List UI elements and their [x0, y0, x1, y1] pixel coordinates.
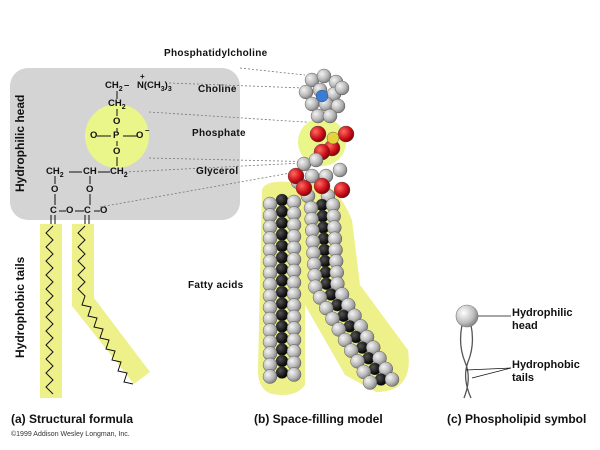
hydrogen-atom: [384, 372, 400, 387]
caption-structural-formula: (a) Structural formula: [11, 412, 134, 426]
caption-space-filling-model: (b) Space-filling model: [254, 412, 383, 426]
hydrogen-atom: [316, 68, 332, 84]
formula-choline-n: N(CH3)3: [137, 80, 172, 93]
phospholipid-symbol: [459, 324, 474, 399]
formula-ester-o3: O: [100, 205, 108, 216]
label-hydrophobic-tails-vertical: Hydrophobic tails: [13, 256, 27, 358]
oxygen-atom: [333, 181, 351, 199]
carbon-atom: [275, 331, 289, 345]
carbon-atom: [275, 239, 289, 253]
hydrophilic-head-sphere: [455, 304, 479, 328]
leader-lines: [99, 67, 323, 208]
hydrogen-atom: [298, 84, 314, 100]
label-phosphate: Phosphate: [192, 128, 246, 139]
formula-p: P: [113, 130, 120, 141]
carbon-atom: [275, 320, 289, 333]
copyright-notice: ©1999 Addison Wesley Longman, Inc.: [11, 431, 130, 438]
hydrogen-atom: [350, 354, 365, 369]
formula-choline-ch2: CH2: [105, 80, 123, 93]
label-hydrophilic-head-symbol: Hydrophilic head: [512, 307, 573, 332]
caption-phospholipid-symbol: (c) Phospholipid symbol: [447, 412, 587, 426]
carbon-atom: [275, 205, 289, 218]
formula-o-top: O: [113, 116, 121, 127]
oxygen-atom: [313, 177, 331, 195]
carbon-atom: [275, 285, 289, 299]
oxygen-atom: [337, 125, 355, 143]
carbon-atom: [275, 216, 289, 230]
space-filling-atoms: [262, 68, 400, 390]
formula-plus-charge: +: [140, 72, 145, 81]
formula-ester-o1: O: [66, 205, 74, 216]
formula-minus-charge: –: [145, 126, 150, 135]
carbon-atom: [275, 297, 289, 310]
hydrogen-atom: [330, 98, 346, 114]
formula-glycerol-o1: O: [51, 184, 59, 195]
formula-o-right: O: [136, 130, 144, 141]
label-hydrophilic-head-vertical: Hydrophilic head: [13, 94, 27, 192]
oxygen-atom: [309, 125, 327, 143]
label-glycerol: Glycerol: [196, 166, 239, 177]
phosphorus-atom: [326, 131, 340, 145]
title-phosphatidylcholine: Phosphatidylcholine: [164, 48, 268, 59]
carbon-atom: [275, 193, 289, 207]
formula-o-left: O: [90, 130, 98, 141]
structural-bonds: [50, 91, 137, 224]
hydrogen-atom: [362, 375, 378, 390]
carbon-atom: [275, 308, 289, 322]
carbon-atom: [275, 228, 289, 241]
hydrogen-atom: [332, 162, 348, 178]
hydrogen-atom: [319, 300, 334, 316]
hydrogen-atom: [337, 332, 353, 348]
hydrogen-atom: [308, 152, 324, 168]
phosphate-highlight-circle: [85, 104, 149, 168]
hydrogen-atom: [331, 322, 346, 337]
formula-glycerol-left-ch2: CH2: [46, 166, 64, 179]
hydrogen-atom: [262, 369, 278, 384]
carbon-atom: [275, 262, 289, 276]
formula-glycerol-mid-ch: CH: [83, 166, 97, 177]
oxygen-atom: [287, 167, 305, 185]
fatty-acid-tail-left-highlight: [40, 224, 62, 398]
label-choline: Choline: [198, 84, 237, 95]
carbon-atom: [275, 343, 289, 356]
carbon-atom: [275, 251, 289, 264]
hydrogen-atom: [334, 80, 350, 96]
hydrogen-atom: [344, 343, 359, 358]
formula-ch2-lower: CH2: [108, 98, 126, 111]
oxygen-atom: [295, 179, 313, 197]
hydrogen-atom: [312, 290, 328, 305]
symbol-pointer-lines: [465, 315, 512, 379]
carbon-atom: [275, 274, 289, 287]
hydrogen-atom: [325, 311, 340, 326]
formula-o-bottom: O: [113, 146, 121, 157]
formula-glycerol-right-ch2: CH2: [110, 166, 128, 179]
label-hydrophobic-tails-symbol: Hydrophobic tails: [512, 359, 580, 384]
fatty-acid-tail-right-zigzag: [77, 225, 134, 385]
formula-choline-dash: –: [124, 80, 130, 91]
label-fatty-acids: Fatty acids: [188, 280, 244, 291]
hydrogen-atom: [356, 364, 371, 380]
formula-ester-c2: C: [84, 205, 91, 216]
fatty-acid-tail-right-highlight: [72, 224, 150, 384]
hydrogen-atom: [286, 367, 302, 382]
formula-glycerol-o2: O: [86, 184, 94, 195]
carbon-atom: [275, 354, 289, 368]
formula-ester-c1: C: [50, 205, 57, 216]
fatty-acid-tail-left-zigzag: [45, 225, 54, 395]
carbon-atom: [275, 366, 289, 379]
nitrogen-atom: [315, 89, 329, 103]
hydrogen-atom: [322, 108, 338, 124]
